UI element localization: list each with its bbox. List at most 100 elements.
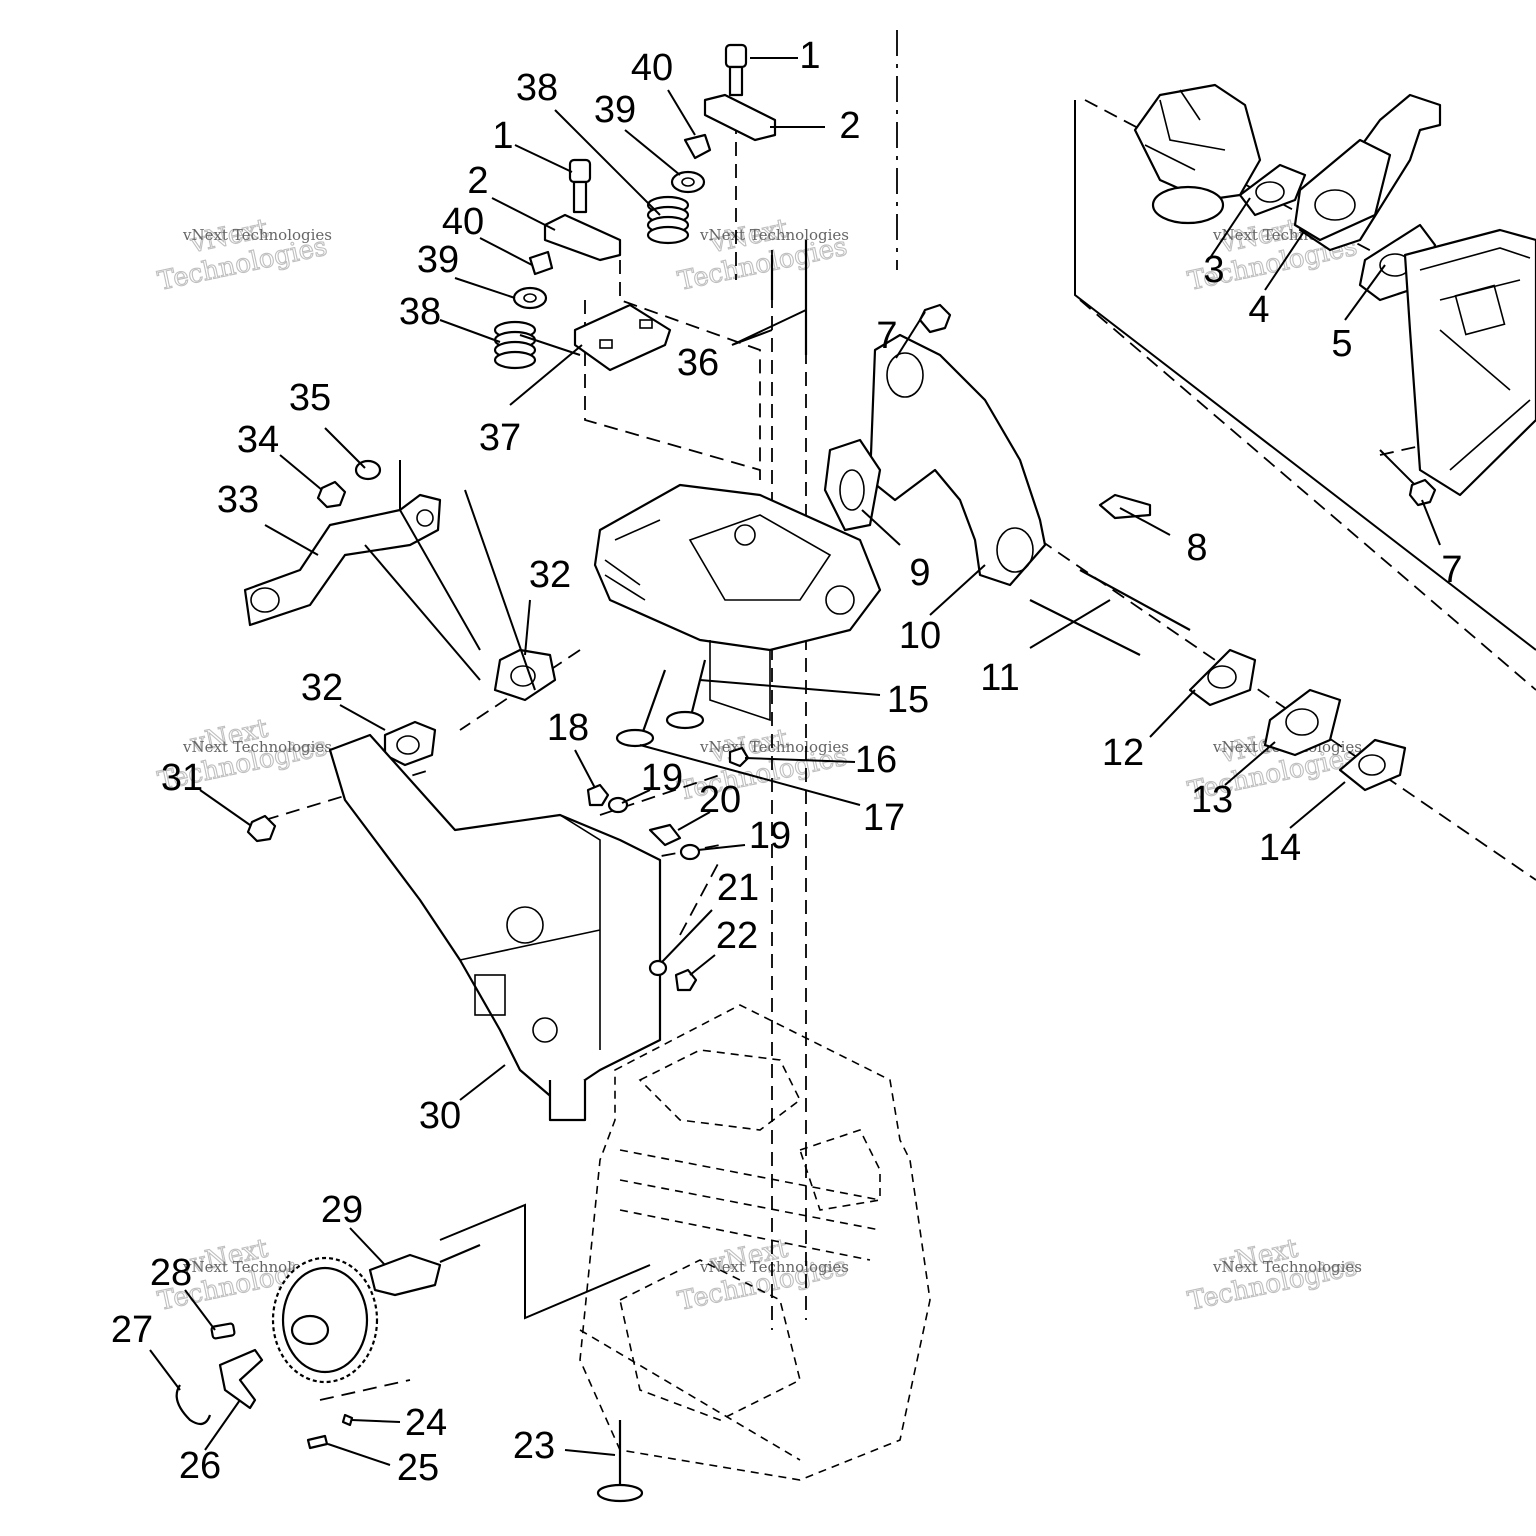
part-spacer-13 xyxy=(1263,688,1342,757)
watermark-small: vNext Technologies xyxy=(699,738,849,756)
part-washer-19a xyxy=(607,796,629,814)
callout-7: 7 xyxy=(1441,549,1462,591)
part-rocker-arm-2a xyxy=(703,93,777,142)
part-washer-21 xyxy=(648,959,668,977)
watermark-small: vNext Technologies xyxy=(182,738,332,756)
part-gasket-12 xyxy=(1188,648,1257,707)
callout-37: 37 xyxy=(479,417,521,459)
part-weight-26 xyxy=(218,1348,264,1410)
part-gasket-32a xyxy=(493,648,557,702)
callout-29: 29 xyxy=(321,1189,363,1231)
part-spring-24 xyxy=(341,1413,354,1427)
callout-24: 24 xyxy=(405,1402,447,1444)
leader-lines xyxy=(149,57,1441,1466)
callout-18: 18 xyxy=(547,707,589,749)
part-air-cleaner-housing xyxy=(1403,228,1536,497)
callout-16: 16 xyxy=(855,739,897,781)
callout-21: 21 xyxy=(717,867,759,909)
part-cylinder-head xyxy=(593,483,882,722)
callout-4: 4 xyxy=(1248,289,1269,331)
part-valve-15 xyxy=(665,659,707,730)
callout-40: 40 xyxy=(631,47,673,89)
part-nut-18 xyxy=(586,783,610,807)
callout-2: 2 xyxy=(467,160,488,202)
callout-40: 40 xyxy=(442,201,484,243)
part-bolt-1a xyxy=(724,43,748,97)
callout-2: 2 xyxy=(839,105,860,147)
callout-3: 3 xyxy=(1203,249,1224,291)
part-valve-17 xyxy=(615,669,667,748)
part-washer-19b xyxy=(679,843,701,861)
part-gasket-14 xyxy=(1338,738,1407,792)
part-retainer-39a xyxy=(670,170,706,194)
callout-30: 30 xyxy=(419,1095,461,1137)
part-nut-7b xyxy=(1408,478,1437,507)
part-nut-16 xyxy=(728,746,750,768)
callout-15: 15 xyxy=(887,679,929,721)
part-stud-20 xyxy=(648,823,682,847)
part-spring-38b xyxy=(493,320,537,370)
callout-19: 19 xyxy=(749,815,791,857)
watermark: vNext Technologies xyxy=(675,213,851,297)
part-plate-37 xyxy=(573,303,672,372)
part-nut-7a xyxy=(918,303,952,334)
part-bolt-8 xyxy=(1098,493,1152,520)
watermark-small: vNext Technologies xyxy=(1212,1258,1362,1276)
callout-22: 22 xyxy=(716,915,758,957)
watermark: vNext Technologies xyxy=(155,213,331,297)
part-pushrods-36 xyxy=(770,240,808,355)
part-keeper-40a xyxy=(683,133,712,160)
callout-33: 33 xyxy=(217,479,259,521)
callout-20: 20 xyxy=(699,779,741,821)
callout-26: 26 xyxy=(179,1445,221,1487)
callout-1: 1 xyxy=(492,115,513,157)
part-retainer-39b xyxy=(512,286,548,310)
callout-36: 36 xyxy=(677,342,719,384)
callout-25: 25 xyxy=(397,1447,439,1489)
callout-39: 39 xyxy=(417,239,459,281)
callout-38: 38 xyxy=(399,291,441,333)
callout-27: 27 xyxy=(111,1309,153,1351)
callout-7: 7 xyxy=(876,315,897,357)
part-gasket-3 xyxy=(1238,163,1307,217)
part-studs-11 xyxy=(1029,569,1191,656)
part-nut-31 xyxy=(246,814,277,843)
callout-14: 14 xyxy=(1259,827,1301,869)
part-intake-pipe-10 xyxy=(868,333,1047,587)
part-crankcase xyxy=(579,1004,931,1481)
part-spring-38a xyxy=(646,195,690,245)
callout-19: 19 xyxy=(641,757,683,799)
callout-31: 31 xyxy=(161,757,203,799)
part-clip-27 xyxy=(175,1384,212,1426)
watermark-small: vNext Technologies xyxy=(699,226,849,244)
watermark-small: vNext Technologies xyxy=(182,226,332,244)
callout-32: 32 xyxy=(301,667,343,709)
callout-9: 9 xyxy=(909,552,930,594)
callout-32: 32 xyxy=(529,554,571,596)
callout-labels: 1 2 40 38 39 1 2 40 39 38 36 37 35 34 33… xyxy=(111,35,1463,1489)
callout-23: 23 xyxy=(513,1425,555,1467)
callout-10: 10 xyxy=(899,615,941,657)
callout-13: 13 xyxy=(1191,779,1233,821)
callout-38: 38 xyxy=(516,67,558,109)
part-gasket-9 xyxy=(823,438,882,532)
part-bolt-1b xyxy=(568,158,592,214)
part-keeper-40b xyxy=(528,250,554,276)
part-rocker-arm-2b xyxy=(543,213,622,262)
callout-5: 5 xyxy=(1331,323,1352,365)
callout-12: 12 xyxy=(1102,732,1144,774)
part-valve-23 xyxy=(596,1420,644,1503)
callout-8: 8 xyxy=(1186,527,1207,569)
callout-1: 1 xyxy=(799,35,820,77)
callout-39: 39 xyxy=(594,89,636,131)
callout-17: 17 xyxy=(863,797,905,839)
watermark: vNext Technologies xyxy=(1185,213,1361,297)
callout-35: 35 xyxy=(289,377,331,419)
part-exhaust-pipe-33 xyxy=(243,493,442,627)
part-pin-25 xyxy=(306,1434,329,1450)
callout-34: 34 xyxy=(237,419,279,461)
part-gasket-4 xyxy=(1293,138,1392,242)
callout-28: 28 xyxy=(150,1252,192,1294)
part-cam-gear xyxy=(271,1256,379,1384)
